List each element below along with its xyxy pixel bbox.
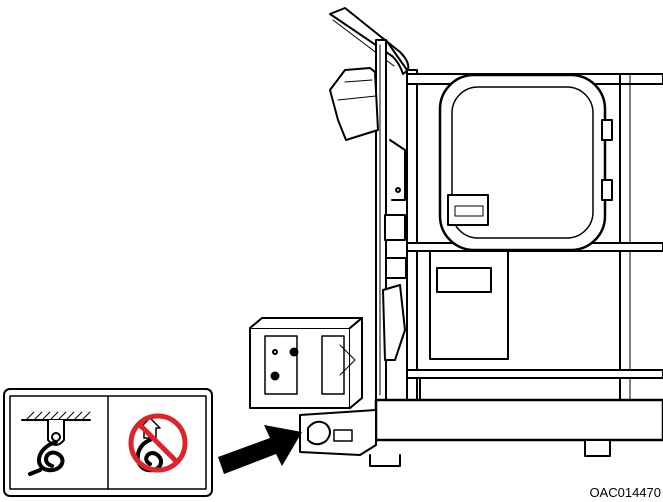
figure-reference-code: OAC014470 xyxy=(589,485,661,500)
no-lifting-hook-icon xyxy=(128,413,188,473)
pointer-arrow xyxy=(218,425,302,474)
jib-bracket xyxy=(249,317,363,409)
platform-cab xyxy=(299,7,663,467)
ceiling-anchor-hook-icon xyxy=(21,411,91,476)
safety-decal xyxy=(3,388,213,497)
